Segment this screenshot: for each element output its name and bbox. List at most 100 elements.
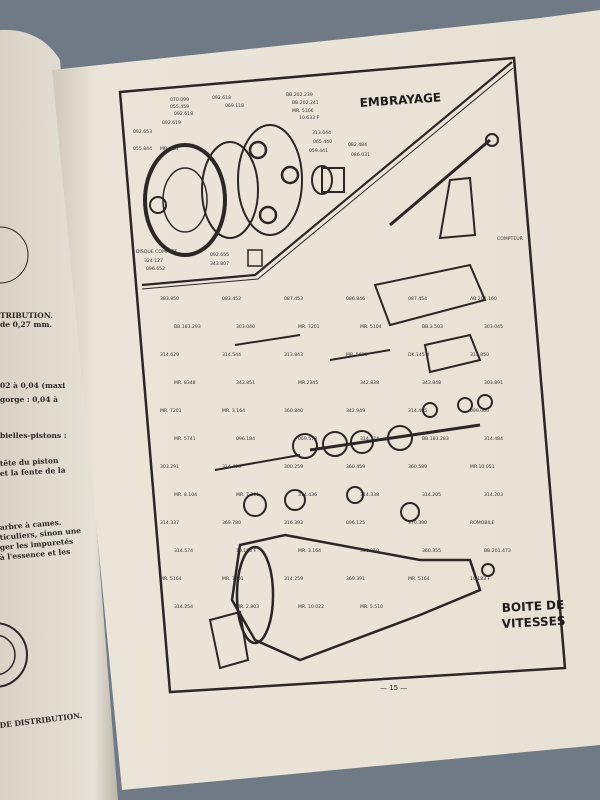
gearbox-part-label: MR. 5610 xyxy=(346,352,368,358)
gearbox-part-label: 360.589 xyxy=(408,464,427,470)
gearbox-part-label: MR. 5164 xyxy=(408,576,430,582)
gearbox-part-label: 314.374 xyxy=(360,436,379,442)
clutch-part-label: 065.440 xyxy=(313,139,332,145)
gearbox-part-label: 383.850 xyxy=(160,296,179,302)
gearbox-part-label: 096.184 xyxy=(236,436,255,442)
clutch-part-label: 324 127 xyxy=(144,258,163,264)
right-page xyxy=(52,10,600,790)
gearbox-part-label: 314.338 xyxy=(360,492,379,498)
clutch-part-label: 092.618 xyxy=(174,111,193,117)
clutch-part-label: 092.655 xyxy=(210,252,229,258)
clutch-part-label: 055.459 xyxy=(170,104,189,110)
clutch-part-label: 069.118 xyxy=(225,103,244,109)
timing-cover-drawing xyxy=(0,622,28,688)
gearbox-part-label: 343.851 xyxy=(236,380,255,386)
gearbox-part-label: 069.573 xyxy=(298,436,317,442)
gearbox-part-label: 313.850 xyxy=(470,352,489,358)
gearbox-part-label: MR. 7201 xyxy=(222,576,244,582)
gearbox-part-label: AB.202.160 xyxy=(470,296,497,302)
clutch-part-label: 092.618 xyxy=(212,95,231,101)
gearbox-part-label: 099.060 xyxy=(470,408,489,414)
gearbox-part-label: BB.3.503 xyxy=(422,324,443,330)
clutch-part-label: 092.653 xyxy=(133,129,152,135)
clutch-part-label: 086.031 xyxy=(351,152,370,158)
gear-lever-drawing xyxy=(389,138,491,227)
gearbox-part-label: MR. 2.803 xyxy=(236,604,259,610)
gearbox-part-label: 314.203 xyxy=(484,492,503,498)
gearbox-part-label: MR. 10.022 xyxy=(298,604,324,610)
gearbox-part-label: 303.040 xyxy=(236,324,255,330)
gearbox-part-label: BB.183.283 xyxy=(422,436,449,442)
gearbox-part-label: 303.045 xyxy=(484,324,503,330)
gearbox-part-label: 087.454 xyxy=(408,296,427,302)
gearbox-part-label: 314.405 xyxy=(408,408,427,414)
gearbox-part-label: MR. 7.201 xyxy=(236,492,259,498)
clutch-part-label: BB.202.239 xyxy=(286,92,313,98)
clutch-part-label: 082.484 xyxy=(348,142,367,148)
left-page xyxy=(0,29,118,800)
gearbox-part-label: 314.629 xyxy=(160,352,179,358)
gearbox-part-label: MR. 7201 xyxy=(160,408,182,414)
gearbox-part-label: MR.2345 xyxy=(298,380,318,386)
gearbox-part-label: ROMOBILE xyxy=(470,520,494,526)
gearbox-part-label: 343.848 xyxy=(422,380,441,386)
left-text-line: 02 à 0,04 (maxi xyxy=(0,381,65,390)
clutch-part-label: 055.844 xyxy=(133,146,152,152)
gearbox-part-label: 314.436 xyxy=(298,492,317,498)
page-number: — 15 — xyxy=(380,684,407,692)
section-title-gearbox-1: BOITE DE xyxy=(501,598,564,615)
gearbox-part-label: 360.355 xyxy=(422,548,441,554)
gearbox-part-label: 360.840 xyxy=(284,408,303,414)
gearbox-housing-drawing xyxy=(208,533,495,670)
gearbox-part-label: MR. 3.164 xyxy=(298,548,321,554)
gearbox-part-label: 369.780 xyxy=(222,520,241,526)
gearbox-part-label: 086.846 xyxy=(346,296,365,302)
gearbox-part-label: 342.838 xyxy=(360,380,379,386)
clutch-part-label: BB.202.241 xyxy=(292,100,319,106)
gearbox-part-label: 096.125 xyxy=(346,520,365,526)
gearbox-part-label: 083.452 xyxy=(222,296,241,302)
gearbox-part-label: MR. 5104 xyxy=(360,324,382,330)
gearbox-part-label: 360.959 xyxy=(360,548,379,554)
clutch-drawing xyxy=(143,124,345,267)
left-text-line: tête du piston xyxy=(0,456,59,468)
left-text-line: et la fente de la xyxy=(0,466,66,478)
gearbox-part-label: MR. 7201 xyxy=(298,324,320,330)
gearbox-part-label: 314.254 xyxy=(174,604,193,610)
left-text-line: bielles-pistons : xyxy=(0,431,67,440)
clutch-part-label: MR. 5166 xyxy=(292,108,314,114)
clutch-part-label: 343.807 xyxy=(210,261,229,267)
clutch-part-label: 10.633 F xyxy=(299,115,320,121)
gearbox-part-label: 369.391 xyxy=(346,576,365,582)
clutch-part-label: 092.619 xyxy=(162,120,181,126)
gearbox-part-label: MR. 8.104 xyxy=(174,492,197,498)
gearbox-part-label: MR. 5.510 xyxy=(360,604,383,610)
section-title-clutch: EMBRAYAGE xyxy=(359,90,441,110)
section-divider xyxy=(141,61,513,287)
gearbox-part-label: 314.259 xyxy=(284,576,303,582)
gearbox-part-label: BB.201.473 xyxy=(484,548,511,554)
gearbox-part-label: 370.390 xyxy=(408,520,427,526)
clutch-part-label: 059.441 xyxy=(309,148,328,154)
clutch-part-label: 096.652 xyxy=(146,266,165,272)
gearbox-part-label: 300.259 xyxy=(284,464,303,470)
gearbox-part-label: 314.406 xyxy=(222,464,241,470)
gearbox-part-label: 10.183 F xyxy=(470,576,491,582)
section-title-gearbox-2: VITESSES xyxy=(501,614,565,631)
left-text-line: gorge : 0,04 à xyxy=(0,395,58,404)
gearbox-part-label: MR. 5741 xyxy=(174,436,196,442)
diagram-frame xyxy=(118,56,567,694)
gearbox-part-label: 360.459 xyxy=(346,464,365,470)
gearbox-part-label: MR.10.051 xyxy=(470,464,495,470)
gearbox-part-label: MR. 3.164 xyxy=(222,408,245,414)
clutch-part-label: DISQUE COMPLET xyxy=(136,249,177,255)
gearbox-part-label: 316.393 xyxy=(284,520,303,526)
gearbox-part-label: 314.574 xyxy=(174,548,193,554)
gearbox-part-label: 314.484 xyxy=(484,436,503,442)
gearbox-part-label: 10.183 F xyxy=(236,548,257,554)
gearbox-part-label: MR. 5164 xyxy=(160,576,182,582)
gearbox-part-label: 342.949 xyxy=(346,408,365,414)
left-text-line: TRIBUTION. xyxy=(0,311,53,320)
gearbox-part-label: 303.891 xyxy=(484,380,503,386)
